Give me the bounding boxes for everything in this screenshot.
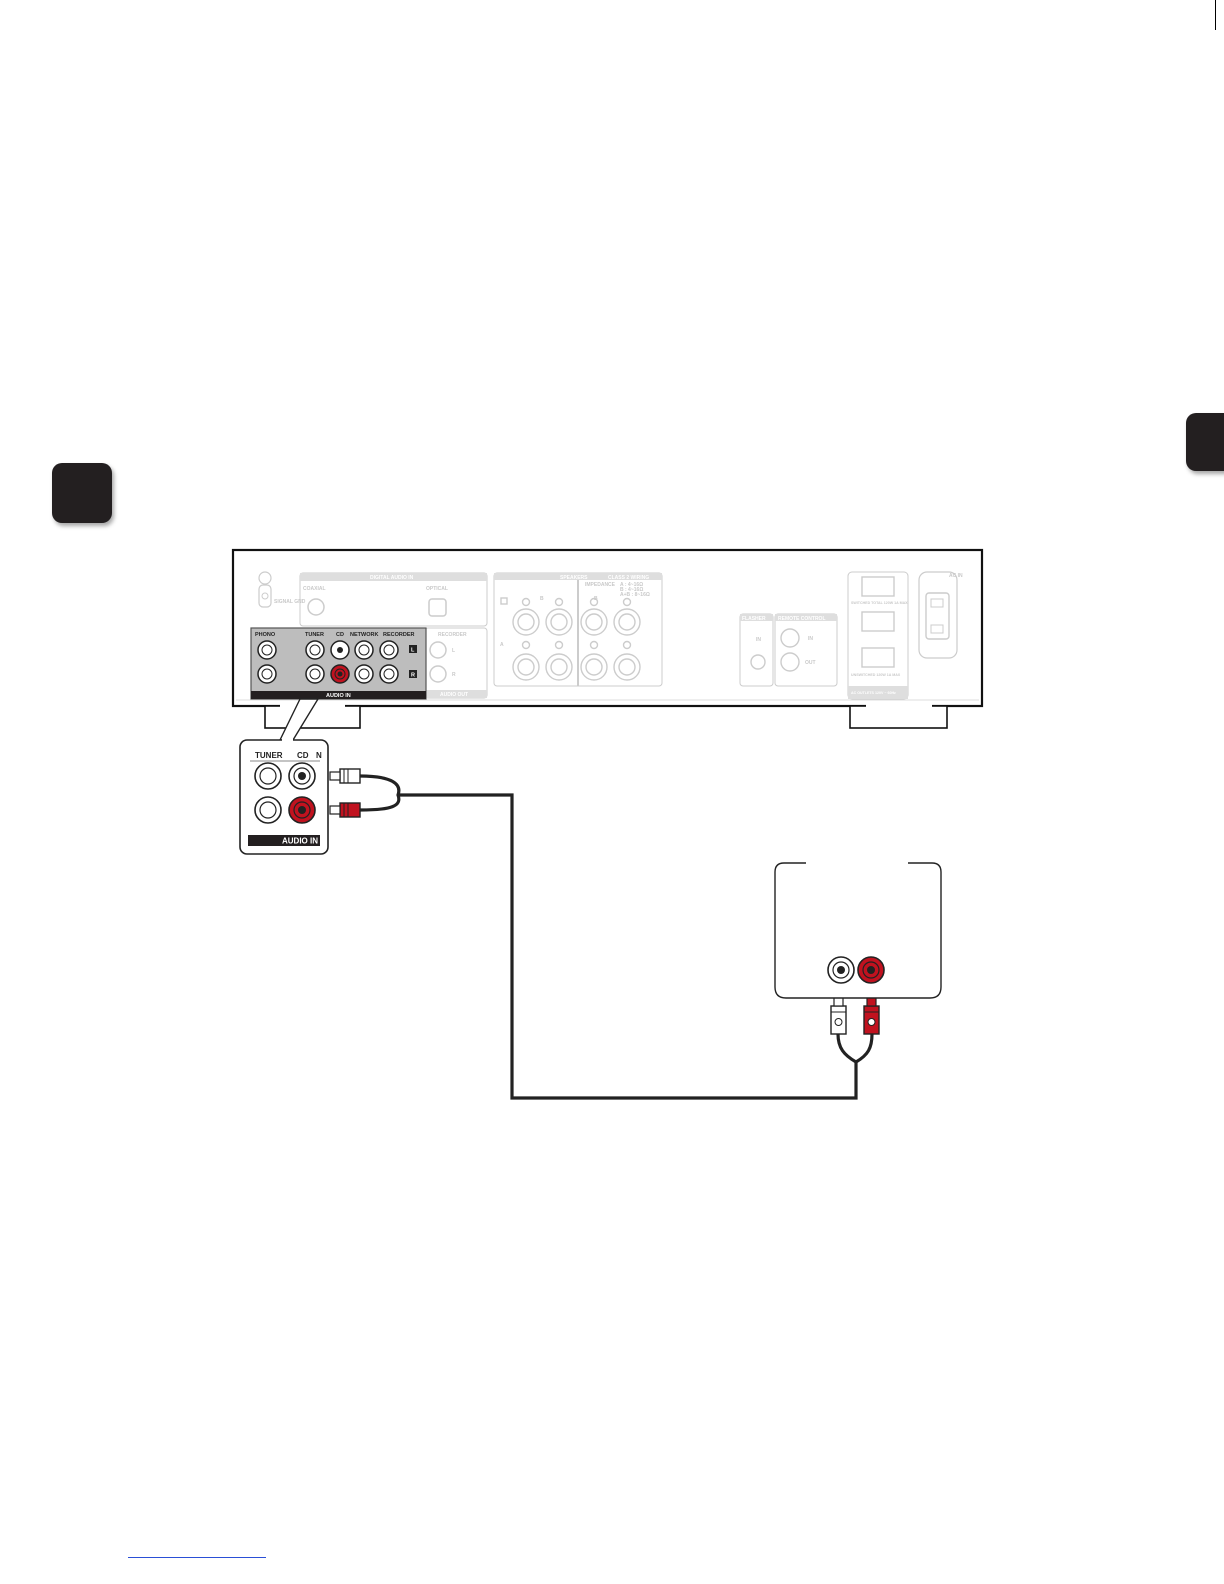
remote-in-jack (780, 628, 800, 648)
speaker-terminal-2 (545, 608, 573, 636)
unswitched-label: UNSWITCHED 120W 1A MAX (851, 673, 901, 677)
audio-in-callout: TUNER CD N AUDIO IN (239, 698, 329, 855)
recorder-in-jack-r (379, 664, 399, 684)
speaker-terminal-6 (545, 653, 573, 681)
impedance-ab-label: A+B : 8~16Ω (620, 592, 650, 598)
flasher-jack (750, 654, 766, 670)
zoom-tuner-jack-l (254, 762, 282, 790)
audio-out-label: AUDIO OUT (440, 692, 468, 698)
speaker-terminal-5 (512, 653, 540, 681)
rca-plug-white-device (830, 993, 847, 1035)
ac-in-label: AC IN (949, 573, 963, 579)
optical-label: OPTICAL (426, 586, 448, 592)
audio-in-label: AUDIO IN (326, 693, 351, 699)
remote-control-section: REMOTE CONTROL IN OUT (774, 613, 838, 687)
flasher-in-label: IN (756, 637, 761, 643)
tuner-jack-l (305, 640, 325, 660)
channel-l-label: L (411, 648, 415, 654)
signal-gnd-terminal: SIGNAL GND (258, 571, 306, 608)
switched-outlet-1 (861, 576, 895, 597)
network-jack-l (354, 640, 374, 660)
speaker-terminal-3 (580, 608, 608, 636)
page-edge-rule (1215, 0, 1217, 30)
phono-jack-r (257, 664, 277, 684)
recorder-out-l-label: L (452, 648, 455, 654)
cable-split-device (836, 1033, 874, 1064)
recorder-out-r-label: R (452, 672, 456, 678)
recorder-out-jack-r (429, 665, 447, 683)
remote-control-label: REMOTE CONTROL (778, 616, 826, 622)
source-device (774, 862, 942, 999)
tuner-jack-r (305, 664, 325, 684)
cd-label: CD (336, 632, 344, 638)
speaker-b-label: B (540, 596, 544, 602)
speaker-a-label: A (500, 642, 504, 648)
amplifier-rear-panel: SIGNAL GND DIGITAL AUDIO IN COAXIAL OPTI… (231, 548, 984, 729)
ac-in-socket (925, 592, 950, 640)
coaxial-jack (307, 598, 325, 616)
class2-wiring-label: CLASS 2 WIRING (608, 575, 649, 581)
impedance-a-label: A : 4~16Ω (620, 582, 643, 588)
remote-out-label: OUT (805, 660, 816, 666)
chapter-tab-marker (1186, 413, 1224, 471)
signal-gnd-label: SIGNAL GND (274, 599, 306, 605)
impedance-b-label: B : 4~16Ω (620, 587, 643, 593)
flasher-label: FLASHER (742, 616, 766, 622)
speaker-terminal-1 (512, 608, 540, 636)
switched-label: SWITCHED TOTAL 120W 1A MAX (851, 601, 908, 605)
recorder-in-label: RECORDER (383, 632, 415, 638)
recorder-out-jack-l (429, 641, 447, 659)
remote-in-label: IN (808, 636, 813, 642)
cable-split-amp (359, 774, 401, 812)
zoom-audio-in-label: AUDIO IN (282, 837, 318, 846)
cable-main (398, 793, 858, 1100)
recorder-out-label: RECORDER (438, 632, 467, 638)
rca-plug-red-amp (329, 802, 361, 818)
phono-jack-l (257, 640, 277, 660)
flasher-section: FLASHER IN (739, 613, 774, 687)
ac-in-section: AC IN (918, 571, 963, 659)
zoom-tuner-label: TUNER (255, 751, 283, 760)
ac-outlets-label: AC OUTLETS 120V ~ 60Hz (851, 691, 896, 695)
audio-in-section: AUDIO IN PHONO TUNER CD NETWORK RECORDER… (250, 627, 427, 700)
zoom-network-cut-label: N (316, 751, 322, 760)
section-tab-marker (52, 463, 112, 523)
recorder-in-jack-l (379, 640, 399, 660)
unswitched-outlet (861, 647, 895, 668)
digital-audio-in-section: DIGITAL AUDIO IN COAXIAL OPTICAL (299, 572, 488, 627)
remote-out-jack (780, 652, 800, 672)
network-label: NETWORK (350, 632, 378, 638)
rca-plug-red-device (863, 993, 880, 1035)
zoom-tuner-jack-r (254, 796, 282, 824)
optical-jack (428, 598, 447, 617)
rca-cable (329, 768, 880, 1100)
speaker-terminal-4 (613, 608, 641, 636)
rca-plug-white-amp (329, 768, 361, 784)
ac-outlets-section: SWITCHED TOTAL 120W 1A MAX UNSWITCHED 12… (847, 571, 909, 700)
tuner-label: TUNER (305, 632, 324, 638)
digital-audio-in-label: DIGITAL AUDIO IN (370, 575, 414, 581)
zoom-cd-label: CD (297, 751, 309, 760)
impedance-label: IMPEDANCE (585, 582, 616, 588)
network-jack-r (354, 664, 374, 684)
speaker-terminal-7 (580, 653, 608, 681)
switched-outlet-2 (861, 611, 895, 632)
speakers-label: SPEAKERS (560, 575, 588, 581)
phono-label: PHONO (255, 632, 276, 638)
speakers-section: SPEAKERS CLASS 2 WIRING IMPEDANCE A : 4~… (493, 572, 663, 687)
speaker-terminal-8 (613, 653, 641, 681)
channel-r-label: R (411, 673, 415, 679)
coaxial-label: COAXIAL (303, 586, 326, 592)
footer-link-underline[interactable] (128, 1557, 266, 1558)
